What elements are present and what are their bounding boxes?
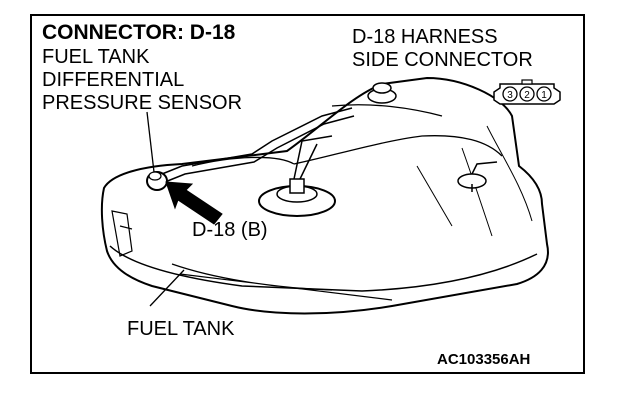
- fuel-pump-connector: [289, 178, 305, 194]
- svg-text:2: 2: [524, 90, 530, 101]
- vapor-pipe: [156, 107, 355, 185]
- harness-label: D-18 HARNESS SIDE CONNECTOR: [352, 26, 533, 72]
- connector-pin-3: 3: [502, 86, 518, 102]
- connector-callout-label: D-18 (B): [192, 219, 268, 241]
- sensor-label-line-1: FUEL TANK: [42, 46, 150, 68]
- fuel-tank-flange: [109, 245, 538, 292]
- sensor-label-line-2: DIFFERENTIAL: [42, 69, 185, 91]
- tank-side-contour: [416, 125, 533, 237]
- filler-cap: [372, 82, 392, 94]
- sensor-label-line-3: PRESSURE SENSOR: [42, 92, 243, 114]
- pressure-sensor-top: [148, 171, 162, 181]
- svg-text:3: 3: [507, 90, 513, 101]
- vent-valve-pipe: [471, 161, 498, 192]
- connector-title: CONNECTOR: D-18: [42, 21, 236, 44]
- fuel-tank-illustration: 3 2 1: [100, 76, 561, 315]
- tank-leader-line: [149, 269, 185, 307]
- sensor-label: FUEL TANK DIFFERENTIAL PRESSURE SENSOR: [42, 46, 242, 115]
- figure-code: AC103356AH: [437, 351, 531, 368]
- svg-text:1: 1: [541, 90, 547, 101]
- diagram-frame: 3 2 1 CONNECTOR: D-18 FUEL TANK DIFFEREN…: [30, 14, 585, 374]
- connector-pin-1: 1: [536, 86, 552, 102]
- connector-pin-2: 2: [519, 86, 535, 102]
- tank-upper-ridge: [191, 104, 503, 167]
- fuel-tank-lower-edge: [171, 263, 393, 301]
- tank-left-end: [111, 210, 133, 257]
- fuel-pump-lines: [293, 135, 333, 180]
- callout-arrow: [165, 181, 223, 225]
- fuel-tank-label: FUEL TANK: [127, 318, 235, 340]
- sensor-leader-line: [146, 111, 155, 173]
- harness-label-line-2: SIDE CONNECTOR: [352, 49, 533, 71]
- harness-label-line-1: D-18 HARNESS: [352, 26, 498, 48]
